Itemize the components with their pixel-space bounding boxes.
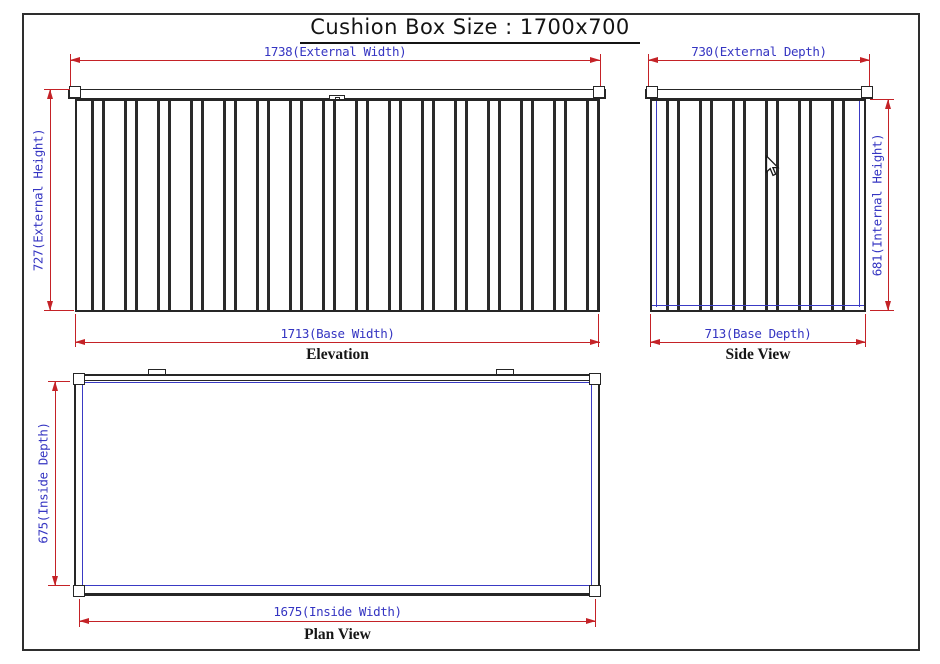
- plan-hinge-left: [148, 369, 166, 375]
- plan-corner-top-right: [589, 373, 601, 385]
- plan-bottom-dimension-line: [79, 621, 596, 623]
- side-liner-right: [859, 101, 861, 307]
- plan-left-dimension-line: [55, 381, 57, 586]
- elevation-top-dimension-line: [70, 60, 600, 62]
- plan-left-tick-bottom: [48, 585, 70, 587]
- elevation-bottom-dimension-line: [75, 342, 600, 344]
- plan-left-tick-top: [48, 381, 70, 383]
- plan-view-label: Plan View: [304, 626, 371, 643]
- side-lid-corner-left: [646, 86, 658, 98]
- side-top-extension-line-right: [869, 54, 871, 88]
- arrow-right-icon: [860, 57, 870, 63]
- elevation-left-tick-top: [44, 89, 70, 91]
- elevation-view-label: Elevation: [306, 346, 369, 363]
- drawing-border-frame: [22, 13, 920, 651]
- elevation-left-tick-bottom: [44, 310, 74, 312]
- elevation-box-body: [75, 99, 600, 312]
- elevation-top-extension-line-right: [600, 54, 602, 88]
- elevation-bottom-extension-line-left: [75, 314, 77, 347]
- title-bar: Cushion Box Size : 1700x700: [0, 15, 940, 44]
- arrow-left-icon: [650, 339, 660, 345]
- arrow-left-icon: [70, 57, 80, 63]
- plan-bottom-extension-line-right: [595, 599, 597, 627]
- side-base-depth-dimension: 713(Base Depth): [704, 326, 812, 341]
- side-liner-left: [656, 101, 658, 307]
- arrow-left-icon: [75, 339, 85, 345]
- arrow-left-icon: [648, 57, 658, 63]
- drawing-title: Cushion Box Size : 1700x700: [300, 15, 640, 44]
- side-view-label: Side View: [725, 346, 791, 363]
- side-lid: [645, 89, 873, 99]
- elevation-external-width-dimension: 1738(External Width): [263, 44, 407, 59]
- arrow-left-icon: [79, 618, 89, 624]
- arrow-up-icon: [885, 99, 891, 109]
- plan-inside-width-dimension: 1675(Inside Width): [273, 604, 402, 619]
- plan-outline: [74, 374, 600, 596]
- side-right-tick-top: [870, 99, 894, 101]
- elevation-base-width-dimension: 1713(Base Width): [280, 326, 395, 341]
- side-top-dimension-line: [648, 60, 870, 62]
- elevation-left-dimension-line: [50, 89, 52, 311]
- side-right-dimension-line: [888, 99, 890, 311]
- arrow-right-icon: [856, 339, 866, 345]
- side-right-tick-bottom: [870, 310, 894, 312]
- side-liner-bottom: [652, 305, 864, 307]
- plan-liner-rect: [82, 382, 592, 586]
- elevation-lid-corner-right: [593, 86, 605, 98]
- elevation-top-extension-line-left: [70, 54, 72, 88]
- side-box-body: [650, 99, 866, 312]
- side-bottom-extension-line-right: [865, 314, 867, 347]
- elevation-bottom-extension-line-right: [598, 314, 600, 347]
- plan-corner-bottom-left: [73, 585, 85, 597]
- arrow-down-icon: [52, 576, 58, 586]
- plan-corner-top-left: [73, 373, 85, 385]
- plan-hinge-right: [496, 369, 514, 375]
- side-bottom-dimension-line: [650, 342, 866, 344]
- elevation-lid-corner-left: [69, 86, 81, 98]
- side-top-extension-line-left: [648, 54, 650, 88]
- arrow-up-icon: [52, 381, 58, 391]
- plan-corner-bottom-right: [589, 585, 601, 597]
- arrow-right-icon: [590, 339, 600, 345]
- mouse-cursor-icon: [765, 154, 782, 182]
- arrow-right-icon: [590, 57, 600, 63]
- side-lid-corner-right: [861, 86, 873, 98]
- side-external-depth-dimension: 730(External Depth): [691, 44, 827, 59]
- arrow-down-icon: [885, 301, 891, 311]
- arrow-down-icon: [47, 301, 53, 311]
- plan-top-inner-edge: [76, 380, 598, 382]
- arrow-right-icon: [586, 618, 596, 624]
- plan-bottom-extension-line-left: [79, 599, 81, 627]
- arrow-up-icon: [47, 89, 53, 99]
- side-bottom-extension-line-left: [650, 314, 652, 347]
